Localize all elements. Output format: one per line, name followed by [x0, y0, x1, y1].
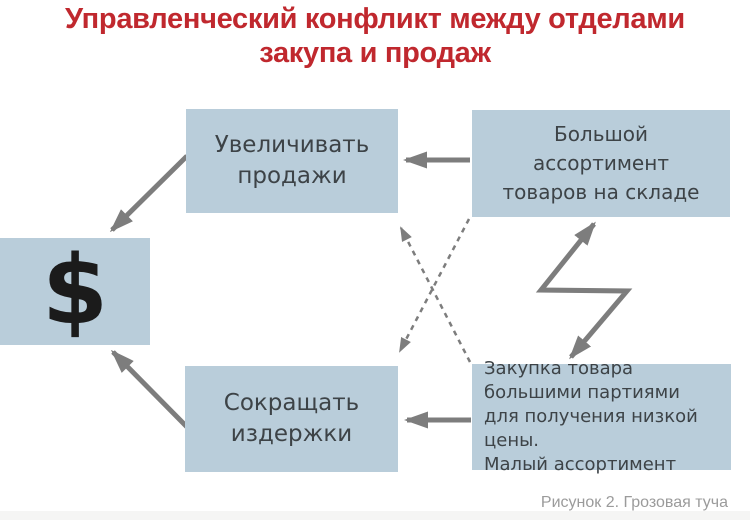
arrow-increase-sales-to-money: [109, 154, 189, 233]
node-label-line: Малый ассортимент: [484, 454, 677, 475]
dashed-arrow-bulk-to-increase-sales: [399, 226, 472, 363]
node-label-line: для получения низкой цены.: [484, 406, 698, 451]
node-money: $: [0, 238, 150, 345]
node-large-assortment: Большой ассортимент товаров на складе: [472, 110, 730, 217]
node-bulk-purchase: Закупка товара большими партиями для пол…: [472, 358, 731, 475]
node-label-line: Сокращать: [223, 390, 360, 416]
node-label-line: большими партиями: [484, 382, 680, 403]
arrow-cut-costs-to-money: [110, 349, 189, 429]
dashed-arrow-assortment-to-cut-costs: [398, 218, 471, 353]
page-title-line2: закупа и продаж: [259, 37, 491, 69]
page-title: Управленческий конфликт между отделами з…: [0, 2, 750, 70]
bottom-edge-band: [0, 511, 750, 520]
node-increase-sales: Увеличивать продажи: [186, 109, 398, 213]
node-label-line: ассортимент: [533, 151, 669, 175]
node-label-line: продажи: [237, 163, 347, 189]
node-label-line: издержки: [230, 421, 353, 447]
node-label-line: Увеличивать: [214, 132, 370, 158]
node-cut-costs: Сокращать издержки: [185, 366, 398, 472]
dollar-symbol: $: [41, 236, 109, 346]
node-label-line: Закупка товара: [484, 358, 634, 379]
conflict-zigzag-arrow: [535, 221, 633, 360]
node-label-line: Большой: [553, 122, 649, 146]
figure-caption: Рисунок 2. Грозовая туча: [540, 494, 728, 511]
page-title-line1: Управленческий конфликт между отделами: [65, 3, 685, 35]
node-label-line: товаров на складе: [502, 180, 700, 204]
